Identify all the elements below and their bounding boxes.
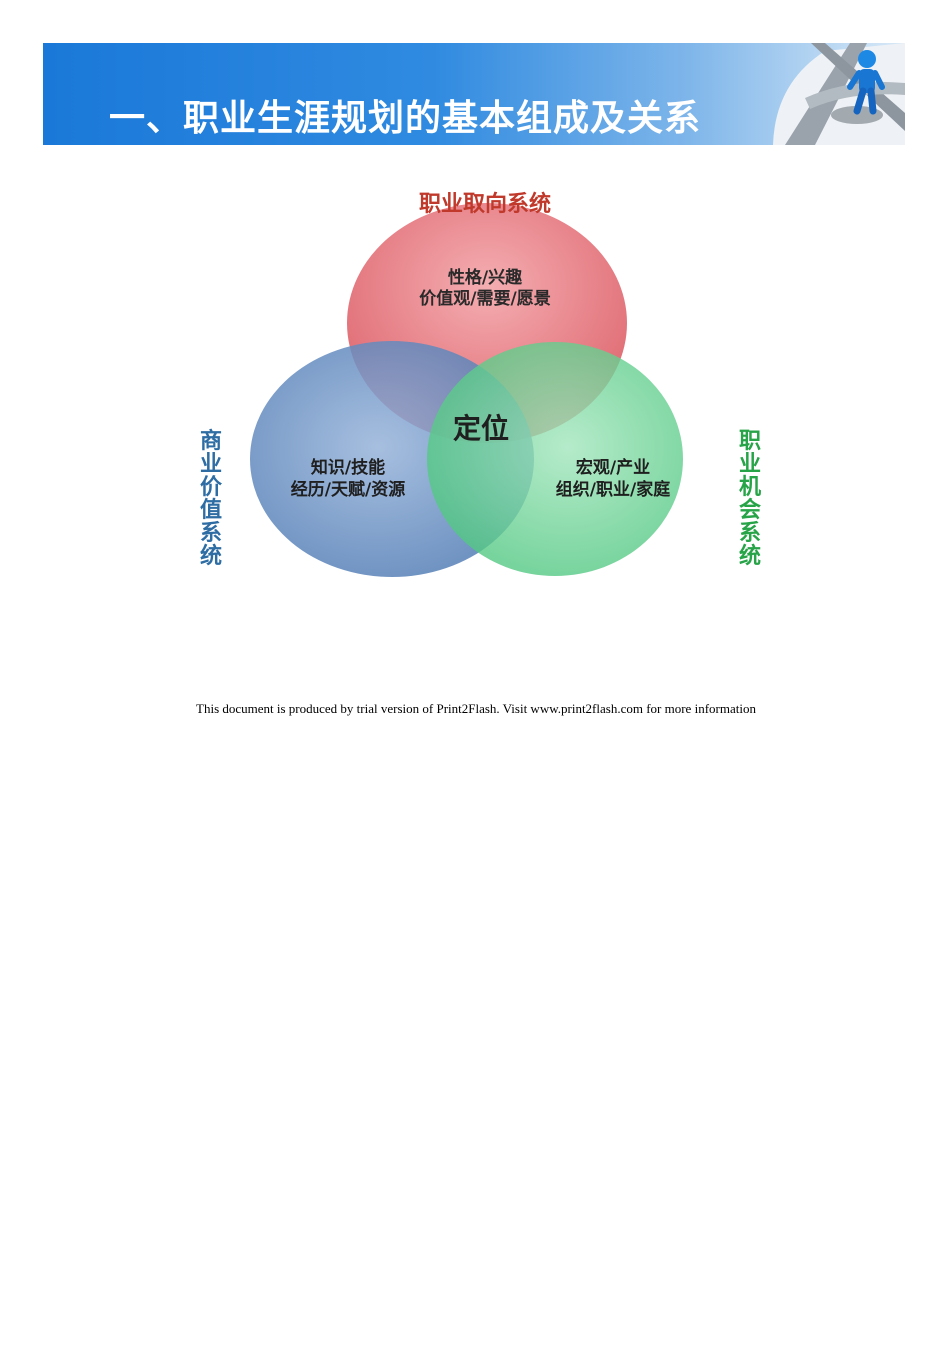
red-circle-line2: 价值观/需要/愿景 (419, 288, 550, 309)
right-label-char: 统 (739, 543, 761, 569)
right-label-char: 业 (739, 452, 761, 477)
left-label-char: 统 (200, 543, 222, 569)
center-label: 定位 (453, 412, 509, 445)
left-label-char: 值 (200, 497, 222, 523)
green-circle-line2: 组织/职业/家庭 (556, 479, 670, 500)
right-label-char: 系 (739, 521, 761, 546)
right-label-char: 会 (739, 497, 761, 523)
red-circle-line1: 性格/兴趣 (448, 267, 523, 288)
left-label-char: 价 (200, 475, 223, 500)
person-figure-icon (847, 50, 885, 115)
header-banner: 一、职业生涯规划的基本组成及关系 (43, 43, 905, 145)
right-label-char: 机 (739, 475, 761, 500)
blue-circle-line1: 知识/技能 (310, 457, 385, 478)
left-label-char: 业 (200, 452, 222, 477)
green-circle-line1: 宏观/产业 (576, 457, 650, 478)
top-label: 职业取向系统 (419, 191, 551, 217)
right-label-char: 职 (739, 429, 761, 454)
blue-circle-line2: 经历/天赋/资源 (291, 479, 405, 500)
page-title: 一、职业生涯规划的基本组成及关系 (109, 98, 702, 139)
green-circle (427, 342, 683, 576)
career-planning-venn-diagram: 职业取向系统 性格/兴趣 价值观/需要/愿景 定位 知识/技能 经历/天赋/资源… (200, 191, 761, 577)
career-figure-illustration (773, 43, 905, 145)
left-label-char: 商 (200, 428, 222, 454)
trial-version-notice: This document is produced by trial versi… (196, 701, 756, 716)
left-label-char: 系 (200, 521, 222, 546)
